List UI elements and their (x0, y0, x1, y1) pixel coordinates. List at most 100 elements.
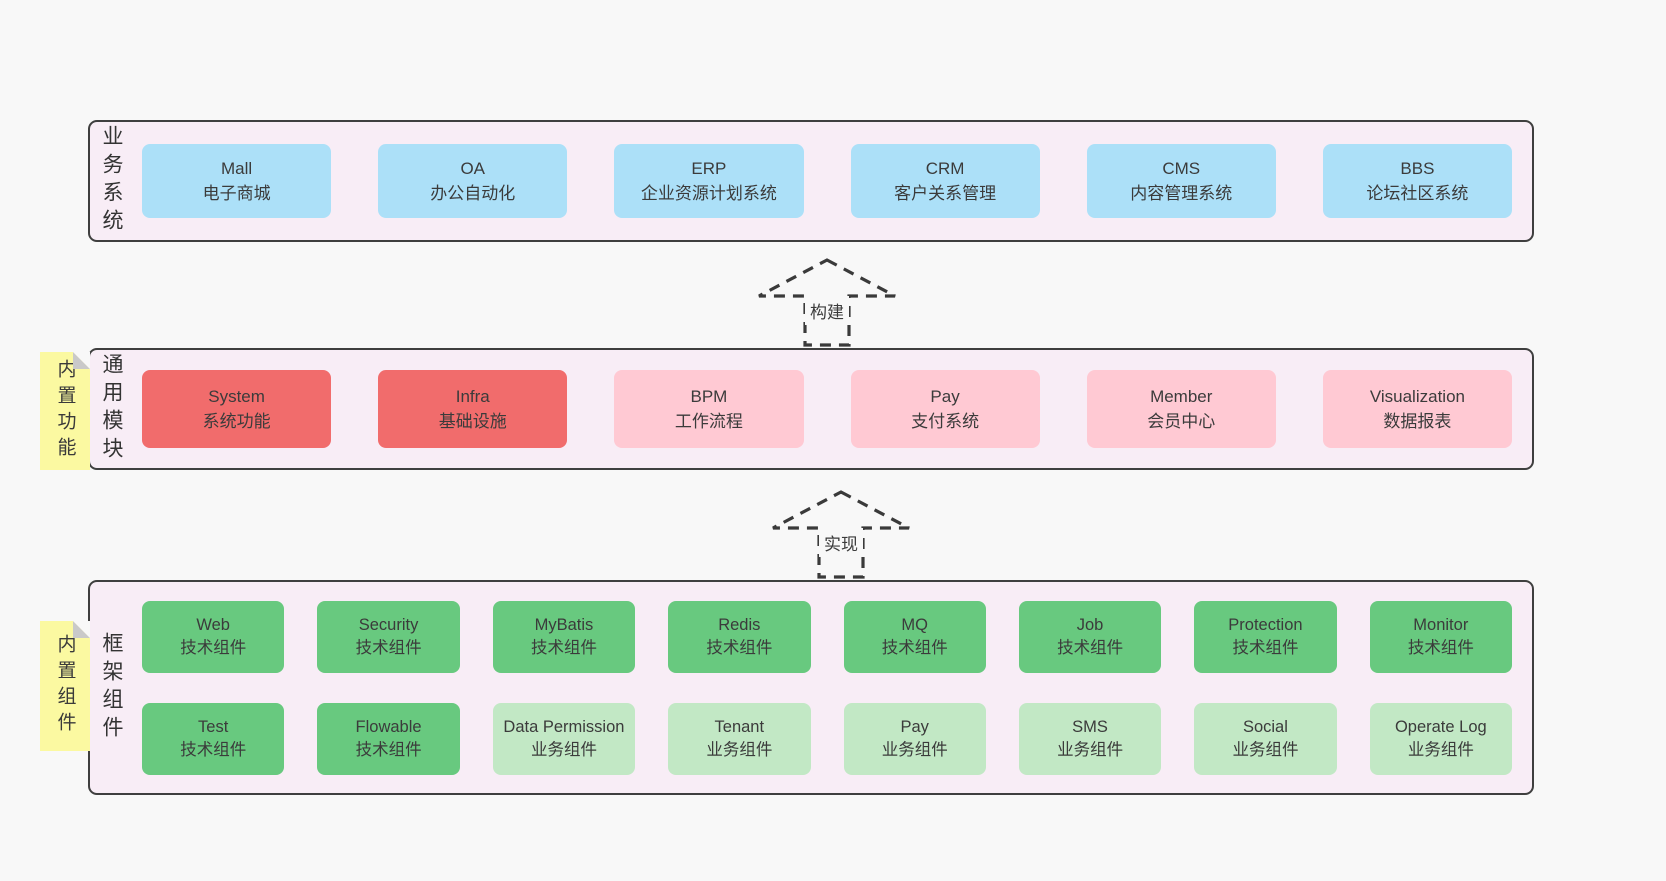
common-modules-boxes: System 系统功能 Infra 基础设施 BPM 工作流程 Pay 支付系统… (142, 370, 1512, 448)
box-title: Web (196, 615, 230, 634)
box-protection: Protection 技术组件 (1194, 600, 1337, 673)
box-subtitle: 技术组件 (1057, 638, 1124, 657)
box-test: Test 技术组件 (142, 702, 285, 775)
box-subtitle: 业务组件 (706, 740, 773, 759)
box-subtitle: 技术组件 (355, 740, 422, 759)
up-arrow-icon (772, 490, 910, 579)
box-social: Social 业务组件 (1194, 702, 1337, 775)
box-mybatis: MyBatis 技术组件 (492, 600, 636, 673)
box-infra: Infra 基础设施 (378, 370, 568, 448)
box-title: MQ (901, 615, 928, 634)
box-visualization: Visualization 数据报表 (1322, 370, 1512, 448)
box-flowable: Flowable 技术组件 (317, 702, 460, 775)
framework-components-band: 框架组件 Web 技术组件 Security 技术组件 MyBatis 技术组件… (88, 580, 1534, 795)
band-label-text: 框架组件 (100, 631, 123, 744)
business-systems-band: 业务系统 Mall 电子商城 OA 办公自动化 ERP 企业资源计划系统 CRM… (88, 120, 1534, 242)
box-title: Pay (900, 717, 929, 736)
box-subtitle: 企业资源计划系统 (640, 184, 777, 203)
box-subtitle: 业务组件 (1407, 740, 1474, 759)
builtin-components-note: 内置组件 (40, 621, 90, 751)
box-title: Protection (1228, 615, 1303, 634)
box-title: Test (198, 717, 229, 736)
box-subtitle: 技术组件 (180, 638, 247, 657)
box-mall: Mall 电子商城 (142, 144, 332, 218)
box-title: Job (1076, 615, 1104, 634)
box-subtitle: 基础设施 (438, 412, 507, 431)
box-subtitle: 数据报表 (1383, 412, 1452, 431)
box-title: MyBatis (534, 615, 594, 634)
box-subtitle: 技术组件 (1232, 638, 1299, 657)
box-web: Web 技术组件 (142, 600, 285, 673)
box-subtitle: 系统功能 (202, 412, 271, 431)
box-bbs: BBS 论坛社区系统 (1322, 144, 1512, 218)
band-label-business-systems: 业务系统 (90, 122, 132, 240)
note-text: 内置功能 (54, 359, 76, 463)
box-crm: CRM 客户关系管理 (850, 144, 1040, 218)
implement-arrow: 实现 (766, 488, 916, 580)
box-pay-module: Pay 支付系统 (850, 370, 1040, 448)
band-label-common-modules: 通用模块 (90, 350, 132, 468)
box-subtitle: 业务组件 (1232, 740, 1299, 759)
build-arrow-label: 构建 (805, 296, 849, 325)
box-title: Infra (455, 386, 490, 406)
box-title: ERP (691, 158, 727, 178)
box-subtitle: 技术组件 (530, 638, 597, 657)
box-title: SMS (1072, 717, 1108, 736)
box-title: Mall (220, 158, 253, 178)
note-text: 内置组件 (54, 634, 76, 738)
box-title: Operate Log (1394, 717, 1487, 736)
box-pay-component: Pay 业务组件 (843, 702, 986, 775)
box-redis: Redis 技术组件 (668, 600, 811, 673)
framework-components-boxes: Web 技术组件 Security 技术组件 MyBatis 技术组件 Redi… (142, 600, 1512, 775)
box-subtitle: 支付系统 (911, 412, 980, 431)
build-arrow: 构建 (752, 256, 902, 348)
box-title: Security (358, 615, 419, 634)
box-title: System (208, 386, 265, 406)
box-title: CMS (1162, 158, 1201, 178)
box-title: CRM (925, 158, 965, 178)
box-monitor: Monitor 技术组件 (1369, 600, 1512, 673)
box-erp: ERP 企业资源计划系统 (614, 144, 804, 218)
box-title: Data Permission (503, 717, 625, 736)
box-subtitle: 办公自动化 (430, 184, 516, 203)
box-security: Security 技术组件 (317, 600, 460, 673)
box-subtitle: 会员中心 (1147, 412, 1216, 431)
box-subtitle: 技术组件 (355, 638, 422, 657)
box-tenant: Tenant 业务组件 (668, 702, 811, 775)
box-title: Pay (930, 386, 960, 406)
box-title: Social (1242, 717, 1288, 736)
box-subtitle: 工作流程 (674, 412, 743, 431)
box-system: System 系统功能 (142, 370, 332, 448)
box-data-permission: Data Permission 业务组件 (492, 702, 636, 775)
builtin-features-note: 内置功能 (40, 352, 90, 470)
box-member: Member 会员中心 (1086, 370, 1276, 448)
box-subtitle: 业务组件 (530, 740, 597, 759)
box-title: Flowable (355, 717, 422, 736)
box-operate-log: Operate Log 业务组件 (1369, 702, 1512, 775)
box-subtitle: 技术组件 (706, 638, 773, 657)
box-job: Job 技术组件 (1018, 600, 1162, 673)
implement-arrow-label: 实现 (819, 528, 863, 557)
box-title: Visualization (1369, 386, 1465, 406)
up-arrow-icon (758, 258, 896, 347)
box-title: Monitor (1413, 615, 1469, 634)
box-title: Tenant (714, 717, 765, 736)
box-title: OA (460, 158, 486, 178)
box-subtitle: 技术组件 (1407, 638, 1474, 657)
box-subtitle: 技术组件 (180, 740, 247, 759)
box-sms: SMS 业务组件 (1018, 702, 1162, 775)
box-title: Member (1150, 386, 1213, 406)
box-oa: OA 办公自动化 (378, 144, 568, 218)
box-subtitle: 电子商城 (202, 184, 271, 203)
box-subtitle: 客户关系管理 (894, 184, 997, 203)
box-title: Redis (718, 615, 761, 634)
box-subtitle: 内容管理系统 (1130, 184, 1233, 203)
box-mq: MQ 技术组件 (843, 600, 986, 673)
box-bpm: BPM 工作流程 (614, 370, 804, 448)
band-label-text: 通用模块 (100, 353, 123, 465)
band-label-framework-components: 框架组件 (90, 582, 132, 793)
box-cms: CMS 内容管理系统 (1086, 144, 1276, 218)
box-subtitle: 业务组件 (881, 740, 948, 759)
business-systems-boxes: Mall 电子商城 OA 办公自动化 ERP 企业资源计划系统 CRM 客户关系… (142, 144, 1512, 218)
